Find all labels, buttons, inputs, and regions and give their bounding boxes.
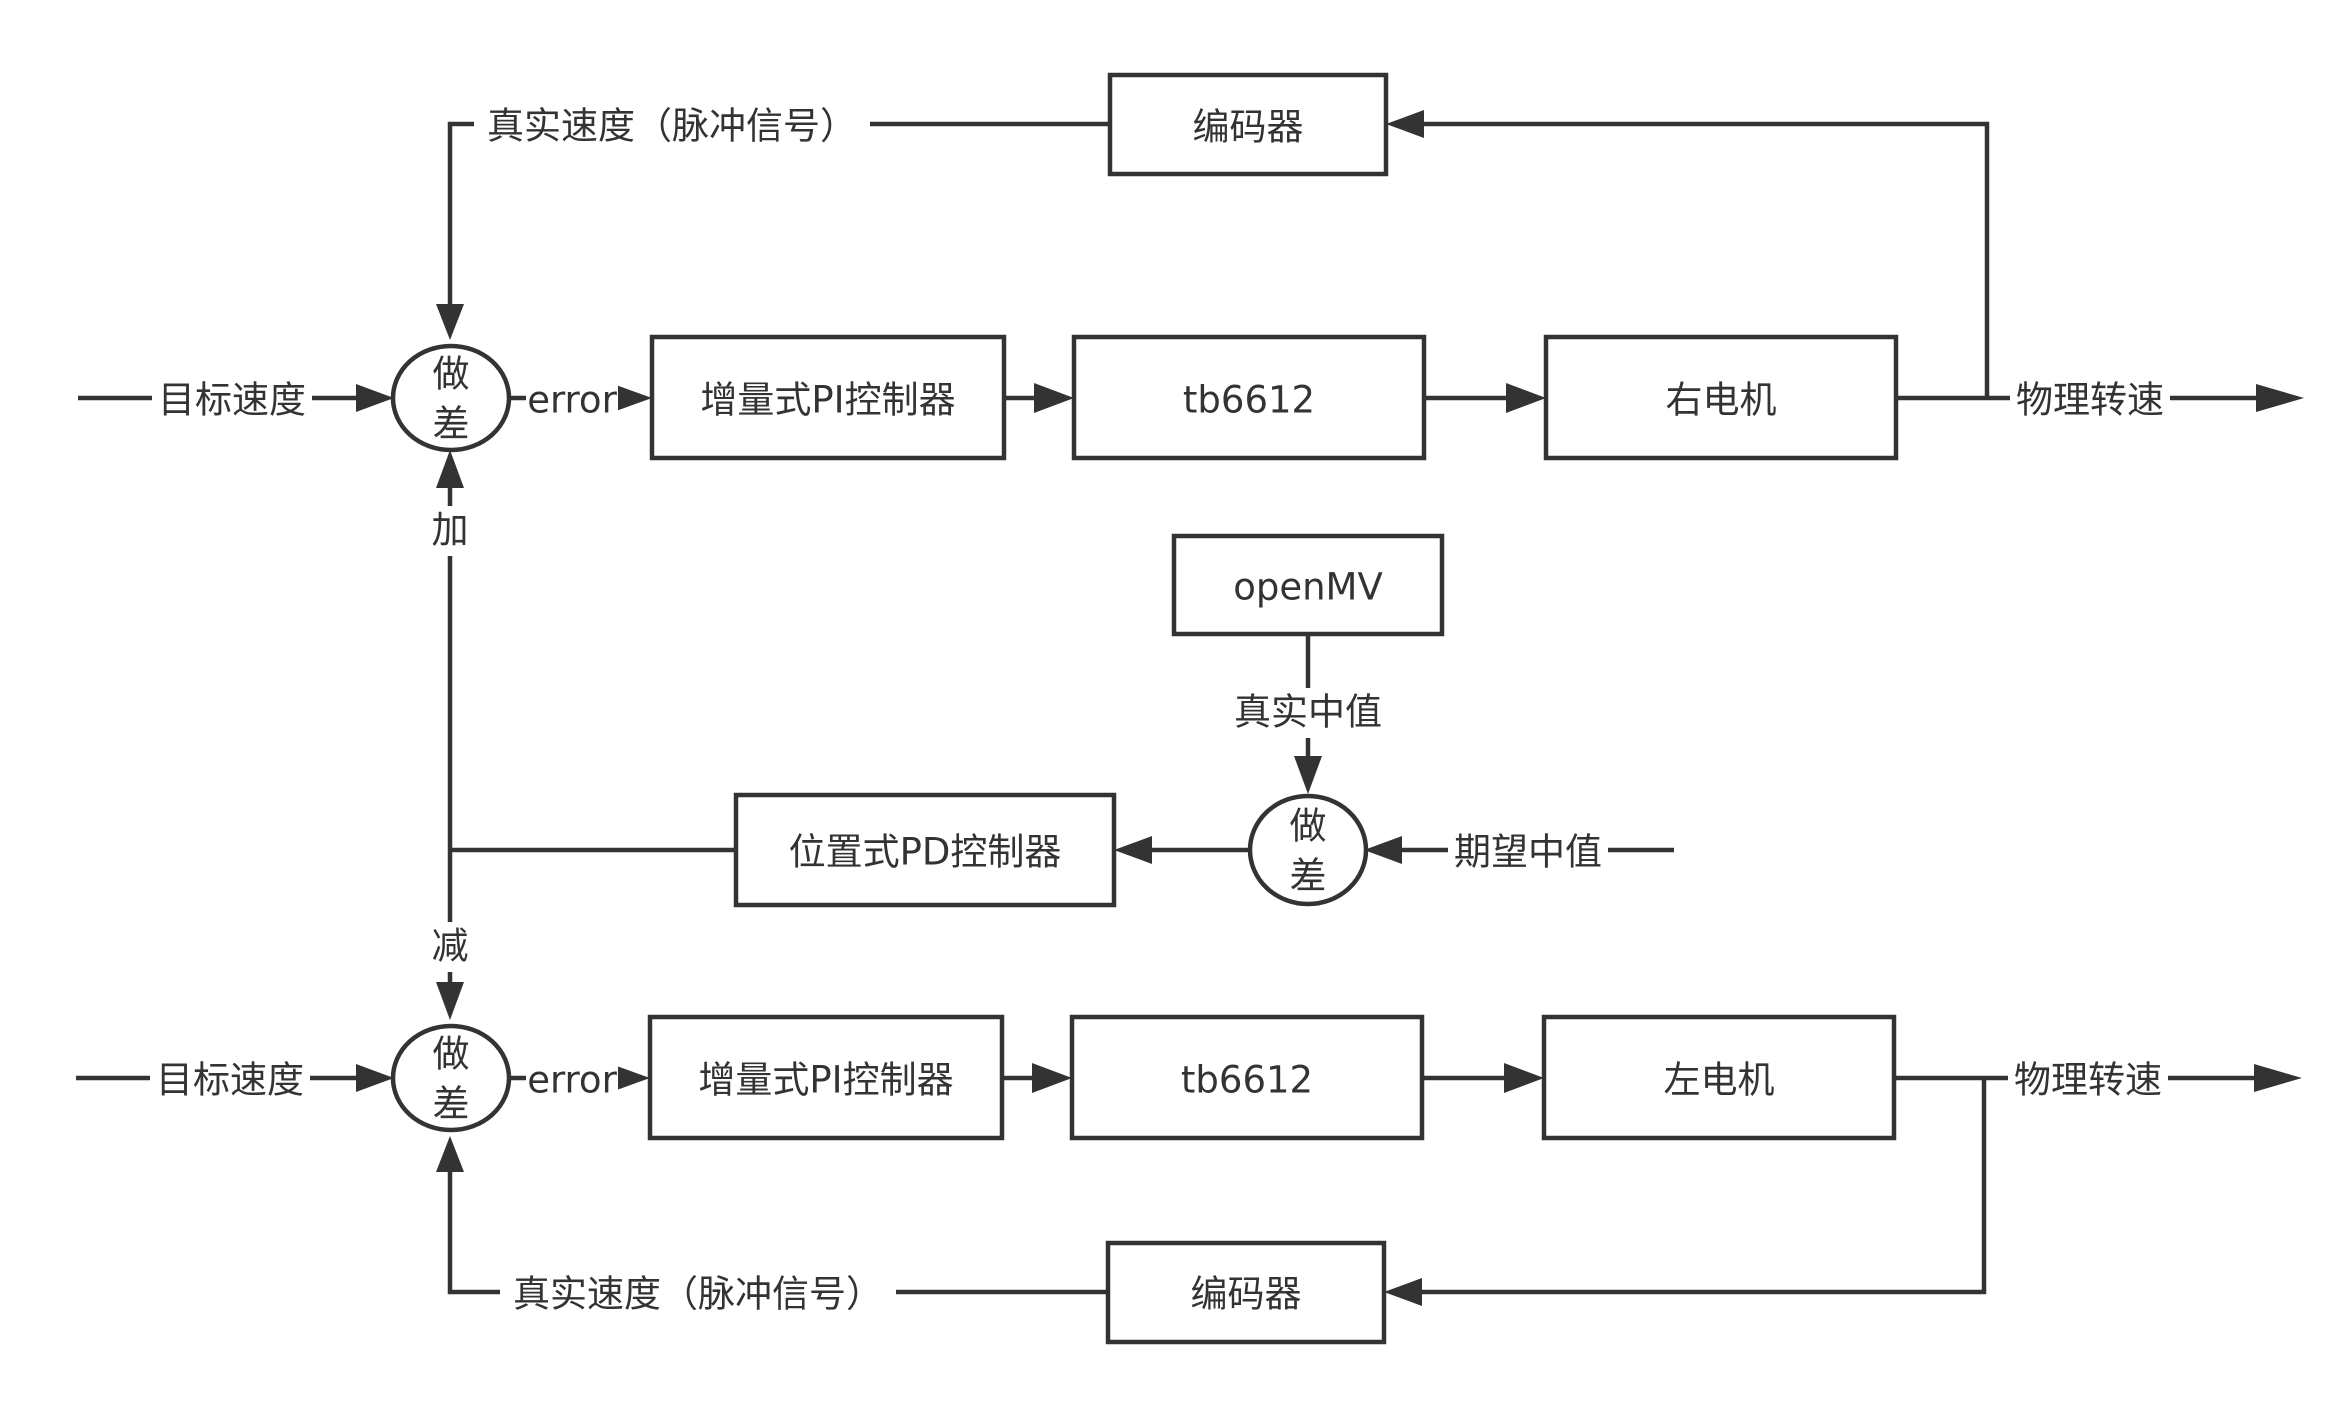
bottom-pi-controller-block: 增量式PI控制器 (647, 1014, 1005, 1141)
bottom-sum-label-line2: 差 (433, 1083, 470, 1126)
top-sum-junction: 做 差 (390, 343, 512, 453)
bottom-feedback-label: 真实速度（脉冲信号） (513, 1273, 883, 1316)
arrow-head (1032, 1063, 1072, 1093)
top-sum-label-line1: 做 (433, 353, 470, 396)
top-encoder-block: 编码器 (1107, 72, 1389, 177)
arrow-head (1386, 110, 1424, 138)
middle-sum-junction: 做 差 (1247, 793, 1369, 907)
openmv-label: openMV (1233, 566, 1383, 609)
top-driver-label: tb6612 (1183, 379, 1315, 422)
measured-center-label: 真实中值 (1234, 691, 1382, 734)
arrow-head (616, 385, 652, 411)
top-target-speed-label: 目标速度 (158, 379, 306, 422)
arrow-head (356, 384, 394, 412)
add-sign-label: 加 (432, 509, 469, 552)
bottom-encoder-label: 编码器 (1191, 1273, 1302, 1316)
arrow-head (1294, 756, 1322, 794)
arrow-head (1034, 383, 1074, 413)
edge-top-encoder-to-sum (447, 121, 1110, 318)
arrow-head (1504, 1063, 1544, 1093)
middle-nodes: openMV 做 差 位置式PD控制器 (733, 533, 1445, 908)
bottom-error-label: error (527, 1059, 617, 1102)
middle-sum-label-line2: 差 (1290, 855, 1327, 898)
arrow-head (356, 1064, 394, 1092)
bottom-encoder-block: 编码器 (1105, 1240, 1387, 1345)
bottom-driver-label: tb6612 (1181, 1059, 1313, 1102)
bottom-pi-controller-label: 增量式PI控制器 (698, 1059, 953, 1102)
right-motor-block: 右电机 (1543, 334, 1899, 461)
top-pi-controller-label: 增量式PI控制器 (700, 379, 955, 422)
arrow-head (614, 1065, 650, 1091)
bottom-driver-block: tb6612 (1069, 1014, 1425, 1141)
arrow-head (436, 450, 464, 488)
arrow-head (1114, 836, 1152, 864)
top-driver-block: tb6612 (1071, 334, 1427, 461)
bottom-sum-junction: 做 差 (390, 1023, 512, 1133)
top-edge-labels: 真实速度（脉冲信号） 目标速度 error 物理转速 加 (152, 100, 2170, 556)
bottom-loop-nodes: 做 差 增量式PI控制器 tb6612 左电机 编码器 (390, 1014, 1897, 1345)
edge-top-motor-to-encoder (1412, 121, 1990, 398)
arrow-head (436, 304, 464, 340)
pd-controller-block: 位置式PD控制器 (733, 792, 1117, 908)
top-sum-label-line2: 差 (433, 403, 470, 446)
arrow-head (1506, 383, 1546, 413)
top-error-label: error (527, 379, 617, 422)
right-motor-label: 右电机 (1666, 379, 1777, 422)
top-feedback-label: 真实速度（脉冲信号） (487, 105, 857, 148)
openmv-block: openMV (1171, 533, 1445, 637)
middle-edges (436, 450, 1674, 1020)
pd-controller-label: 位置式PD控制器 (789, 831, 1062, 874)
arrow-head (1364, 836, 1402, 864)
top-encoder-label: 编码器 (1193, 106, 1304, 149)
middle-edge-labels: 真实中值 期望中值 (1230, 688, 1608, 876)
arrow-head (1384, 1278, 1422, 1306)
bottom-target-speed-label: 目标速度 (156, 1059, 304, 1102)
top-output-speed-label: 物理转速 (2016, 379, 2164, 422)
left-motor-label: 左电机 (1664, 1059, 1775, 1102)
arrow-head (436, 982, 464, 1020)
top-pi-controller-block: 增量式PI控制器 (649, 334, 1007, 461)
arrow-head (2254, 1064, 2302, 1092)
subtract-sign-label: 减 (432, 925, 469, 968)
bottom-edge-labels: 减 目标速度 error 物理转速 真实速度（脉冲信号） (150, 922, 2168, 1318)
arrow-head (436, 1136, 464, 1172)
bottom-sum-label-line1: 做 (433, 1033, 470, 1076)
arrow-head (2256, 384, 2304, 412)
middle-sum-label-line1: 做 (1290, 805, 1327, 848)
left-motor-block: 左电机 (1541, 1014, 1897, 1141)
top-loop-nodes: 编码器 做 差 增量式PI控制器 tb6612 右电机 (390, 72, 1899, 461)
desired-center-label: 期望中值 (1454, 831, 1602, 874)
bottom-output-speed-label: 物理转速 (2014, 1059, 2162, 1102)
edge-bottom-motor-to-encoder (1408, 1078, 1987, 1295)
